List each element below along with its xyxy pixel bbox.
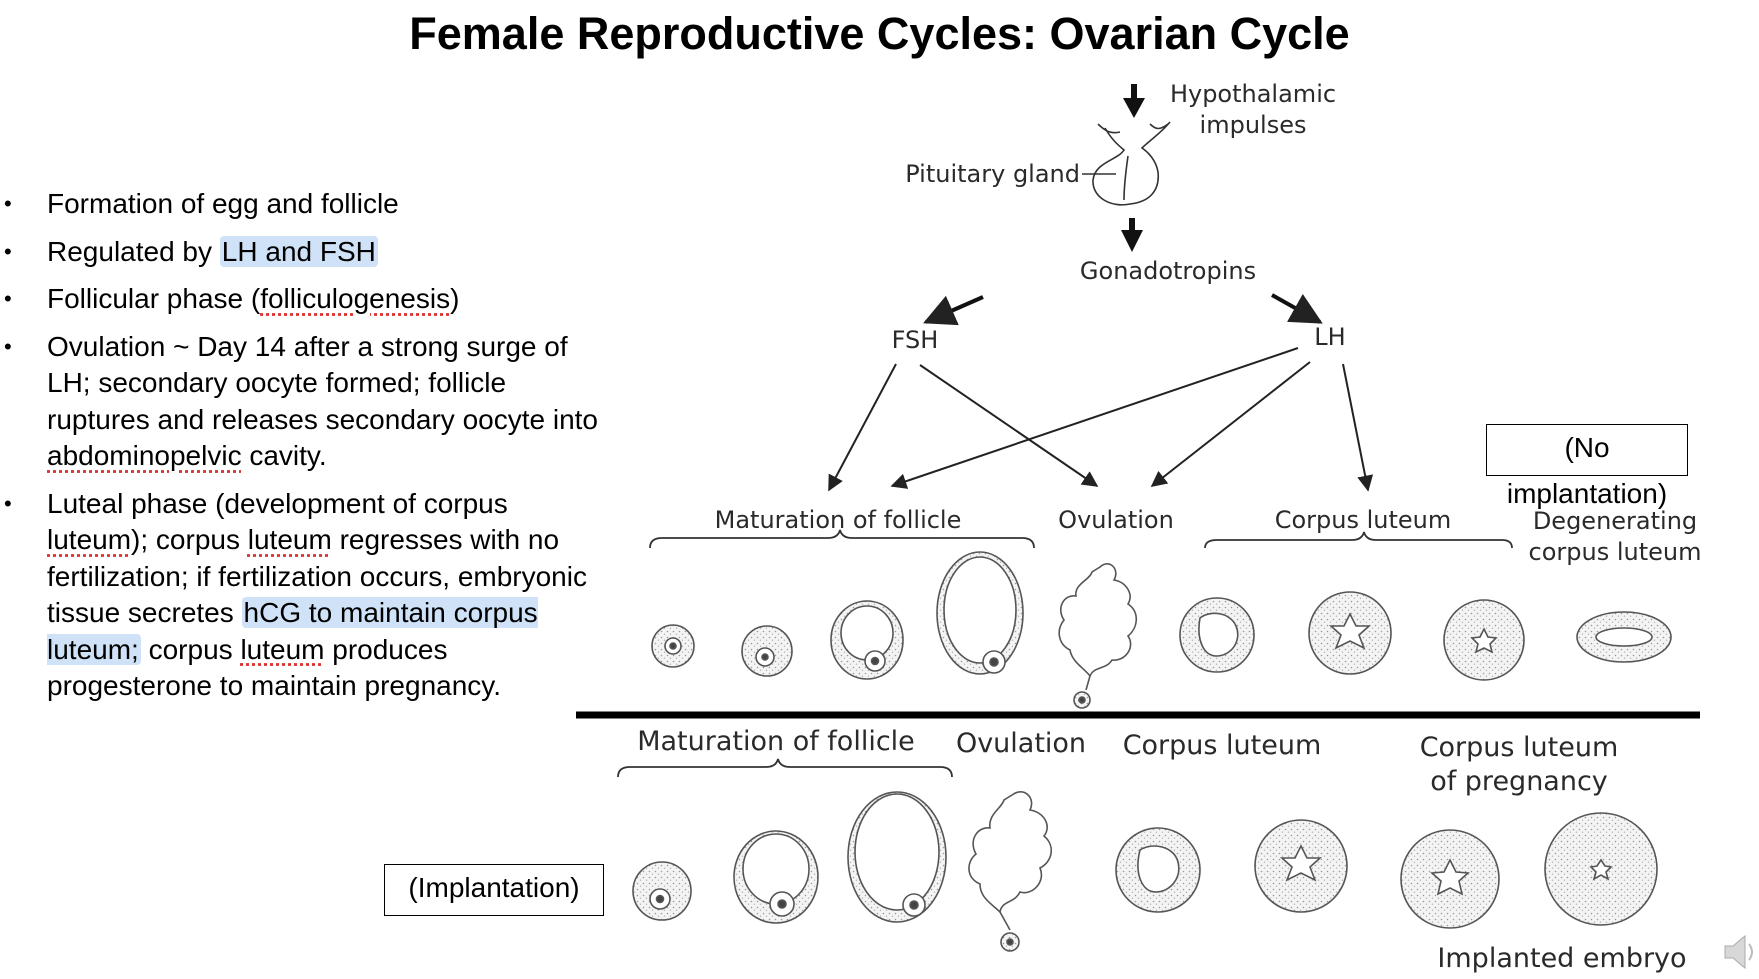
pituitary-gland-drawing xyxy=(1092,121,1171,206)
spellcheck-word: folliculogenesis xyxy=(260,283,451,314)
bottom-ovulation-drawing xyxy=(968,791,1052,952)
primordial-follicle-drawing xyxy=(651,624,695,668)
implantation-box: (Implantation) xyxy=(384,864,604,916)
early-corpus-luteum-drawing xyxy=(1179,597,1255,673)
implanted-embryo-label: Implanted embryo xyxy=(1437,943,1686,974)
fsh-to-ovulation-arrow xyxy=(919,364,1099,487)
hypothalamic-arrow xyxy=(1123,84,1145,118)
lh-to-ovulation-arrow xyxy=(1150,361,1311,487)
bullet-item: Regulated by LH and FSH xyxy=(0,234,600,271)
pregnancy-corpus-luteum-drawing xyxy=(1400,829,1500,929)
degenerating-cl-label: corpus luteum xyxy=(1529,538,1702,566)
fsh-arrow xyxy=(923,295,984,326)
corpus-luteum-drawing xyxy=(1308,591,1392,675)
slide-title: Female Reproductive Cycles: Ovarian Cycl… xyxy=(409,8,1350,59)
bullet-text: ) xyxy=(450,283,460,314)
large-corpus-luteum-of-pregnancy-drawing xyxy=(1544,812,1658,926)
bullet-text: Follicular phase ( xyxy=(47,283,261,314)
top-maturation-label: Maturation of follicle xyxy=(715,506,962,534)
gonadotropins-label: Gonadotropins xyxy=(1080,257,1256,285)
primary-follicle-drawing xyxy=(741,625,793,677)
bottom-corpus-luteum-drawing xyxy=(1254,819,1348,913)
bullet-text: cavity. xyxy=(241,440,327,471)
bottom-maturation-brace xyxy=(617,758,953,778)
impulses-label: impulses xyxy=(1200,111,1307,139)
pituitary-label: Pituitary gland xyxy=(905,160,1080,188)
bullet-item: Ovulation ~ Day 14 after a strong surge … xyxy=(0,329,600,475)
hypothalamic-label: Hypothalamic xyxy=(1170,80,1336,108)
top-stage-drawings xyxy=(651,551,1672,709)
bottom-maturation-label: Maturation of follicle xyxy=(637,726,915,757)
pregnancy-cl-label: Corpus luteum xyxy=(1420,732,1619,763)
degenerating-label: Degenerating xyxy=(1533,507,1697,535)
mature-follicle-drawing xyxy=(936,551,1024,675)
bullet-text: Regulated by xyxy=(47,235,220,267)
degenerating-corpus-luteum-drawing xyxy=(1576,611,1672,663)
bullet-list: Formation of egg and follicle Regulated … xyxy=(0,186,600,716)
spellcheck-word: luteum xyxy=(240,633,325,665)
spellcheck-word: luteum xyxy=(47,524,132,555)
hormone-action-arrows xyxy=(828,347,1374,492)
top-ovulation-label: Ovulation xyxy=(1058,506,1174,534)
spellcheck-word: abdominopelvic xyxy=(47,440,242,471)
gonadotropins-arrow xyxy=(1121,218,1143,252)
bullet-item: Follicular phase (folliculogenesis) xyxy=(0,281,600,318)
bullet-text: corpus xyxy=(140,633,241,665)
bullet-item: Formation of egg and follicle xyxy=(0,186,600,223)
bottom-stage-drawings xyxy=(632,791,1658,952)
bottom-corpus-luteum-label: Corpus luteum xyxy=(1123,730,1322,761)
bullet-text: ); corpus xyxy=(131,524,248,555)
bottom-ovulation-label: Ovulation xyxy=(956,728,1086,759)
bullet-text: Ovulation ~ Day 14 after a strong surge … xyxy=(47,330,598,435)
bottom-secondary-follicle-drawing xyxy=(733,830,819,924)
bullet-text: produces progesterone to maintain pregna… xyxy=(47,633,501,702)
lh-to-corpus-luteum-arrow xyxy=(1342,363,1374,492)
lh-arrow xyxy=(1271,293,1323,324)
speaker-icon[interactable] xyxy=(1723,930,1757,979)
bullet-item: Luteal phase (development of corpus lute… xyxy=(0,486,600,705)
mature-corpus-luteum-drawing xyxy=(1443,599,1525,681)
lh-to-maturation-arrow xyxy=(890,347,1299,489)
bullet-text: Formation of egg and follicle xyxy=(47,188,399,219)
secondary-follicle-drawing xyxy=(830,600,904,680)
bullet-text: regresses with no fertilization; if fert… xyxy=(47,524,587,628)
pregnancy-label: of pregnancy xyxy=(1430,766,1608,797)
top-maturation-brace xyxy=(649,529,1035,549)
fsh-to-maturation-arrow xyxy=(828,363,897,492)
spellcheck-word: luteum xyxy=(247,524,332,555)
lh-label: LH xyxy=(1314,323,1345,351)
highlighted-text: LH and FSH xyxy=(219,235,378,267)
top-corpus-luteum-label: Corpus luteum xyxy=(1275,506,1452,534)
no-implantation-box: (No implantation) xyxy=(1486,424,1688,509)
top-corpus-luteum-brace xyxy=(1204,531,1513,549)
top-braces xyxy=(649,529,1513,549)
bottom-early-corpus-luteum-drawing xyxy=(1115,827,1201,913)
bottom-primary-follicle-drawing xyxy=(632,861,692,921)
bottom-mature-follicle-drawing xyxy=(847,791,947,923)
bullet-text: Luteal phase (development of corpus xyxy=(47,487,508,519)
ovulation-drawing xyxy=(1058,563,1138,709)
fsh-label: FSH xyxy=(892,326,939,354)
